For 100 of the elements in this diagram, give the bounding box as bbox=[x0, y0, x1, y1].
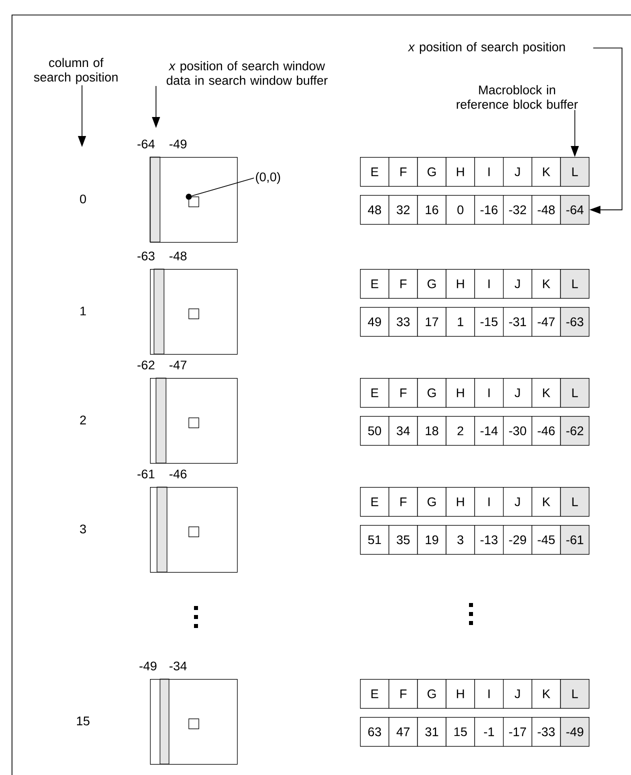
table-cell: -32 bbox=[503, 195, 532, 225]
table-cell: L bbox=[560, 378, 590, 408]
table-cell: L bbox=[560, 679, 590, 709]
annotation-text: column of search position bbox=[34, 58, 118, 84]
table-cell: 16 bbox=[417, 195, 446, 225]
table-cell: 31 bbox=[417, 717, 446, 747]
row-number: 0 bbox=[80, 194, 86, 204]
table-cell: -31 bbox=[503, 307, 532, 337]
table-cell: -17 bbox=[503, 717, 532, 747]
annotation-text: x position of search position bbox=[408, 42, 565, 54]
table-cell: 63 bbox=[360, 717, 390, 747]
table-cell: J bbox=[503, 157, 532, 187]
position-label: -49 bbox=[170, 140, 186, 148]
table-cell: I bbox=[474, 269, 504, 299]
position-label: -47 bbox=[170, 360, 186, 370]
table-cell: E bbox=[360, 679, 390, 709]
table-cell: -45 bbox=[532, 525, 561, 555]
table-cell: 2 bbox=[446, 416, 475, 446]
table-cell: 19 bbox=[417, 525, 446, 555]
position-label: -63 bbox=[138, 252, 154, 260]
table-cell: K bbox=[532, 378, 561, 408]
position-label: -49 bbox=[140, 662, 156, 670]
table-cell: 3 bbox=[446, 525, 475, 555]
table-cell: F bbox=[388, 157, 418, 187]
table-cell: 32 bbox=[388, 195, 418, 225]
table-cell: -13 bbox=[474, 525, 504, 555]
position-label: -46 bbox=[170, 470, 186, 478]
table-cell: I bbox=[474, 157, 504, 187]
table-cell: H bbox=[446, 269, 475, 299]
table-cell: 51 bbox=[360, 525, 390, 555]
position-label: -34 bbox=[170, 662, 187, 670]
table-cell: -15 bbox=[474, 307, 504, 337]
table-cell: 35 bbox=[388, 525, 418, 555]
table-cell: G bbox=[417, 269, 446, 299]
table-cell: E bbox=[360, 157, 390, 187]
macroblock-square bbox=[188, 196, 200, 208]
table-cell: -64 bbox=[560, 195, 590, 225]
table-cell: -14 bbox=[474, 416, 504, 446]
table-cell: G bbox=[417, 487, 446, 517]
table-cell: I bbox=[474, 679, 504, 709]
coordinate-label: (0,0) bbox=[256, 172, 280, 184]
table-cell: G bbox=[417, 679, 446, 709]
leader-line bbox=[191, 178, 254, 196]
table-cell: J bbox=[503, 269, 532, 299]
table-cell: -16 bbox=[474, 195, 504, 225]
table-cell: L bbox=[560, 269, 590, 299]
annotation-text: x position of search window data in search window buffer bbox=[166, 61, 328, 85]
table-cell: F bbox=[388, 269, 418, 299]
search-window bbox=[150, 678, 238, 765]
table-cell: -47 bbox=[532, 307, 561, 337]
table-cell: 0 bbox=[446, 195, 475, 225]
macroblock-square bbox=[188, 308, 200, 320]
table-cell: -48 bbox=[532, 195, 561, 225]
table-cell: G bbox=[417, 157, 446, 187]
table-cell: E bbox=[360, 269, 390, 299]
macroblock-square bbox=[188, 718, 200, 730]
table-cell: 17 bbox=[417, 307, 446, 337]
search-window bbox=[150, 268, 238, 355]
position-label: -64 bbox=[138, 140, 155, 148]
table-cell: -46 bbox=[532, 416, 561, 446]
table-cell: H bbox=[446, 487, 475, 517]
table-cell: H bbox=[446, 679, 475, 709]
table-cell: F bbox=[388, 378, 418, 408]
table-cell: I bbox=[474, 378, 504, 408]
table-cell: G bbox=[417, 378, 446, 408]
table-cell: 1 bbox=[446, 307, 475, 337]
table-cell: L bbox=[560, 157, 590, 187]
table-cell: J bbox=[503, 378, 532, 408]
position-label: -48 bbox=[170, 252, 186, 260]
annotation-text: Macroblock in reference block buffer bbox=[456, 85, 578, 109]
position-label: -61 bbox=[138, 470, 154, 478]
table-cell: 34 bbox=[388, 416, 418, 446]
macroblock-square bbox=[188, 418, 200, 428]
table-cell: 50 bbox=[360, 416, 390, 446]
search-window bbox=[150, 486, 238, 573]
search-window bbox=[150, 156, 238, 243]
table-cell: F bbox=[388, 487, 418, 517]
table-cell: -33 bbox=[532, 717, 561, 747]
row-number: 1 bbox=[80, 306, 86, 316]
table-cell: 33 bbox=[388, 307, 418, 337]
table-cell: -63 bbox=[560, 307, 590, 337]
table-cell: H bbox=[446, 378, 475, 408]
table-cell: I bbox=[474, 487, 504, 517]
table-cell: K bbox=[532, 157, 561, 187]
table-cell: K bbox=[532, 487, 561, 517]
table-cell: E bbox=[360, 487, 390, 517]
table-cell: K bbox=[532, 269, 561, 299]
table-cell: E bbox=[360, 378, 390, 408]
row-number: 15 bbox=[77, 716, 90, 726]
row-number: 3 bbox=[80, 524, 86, 534]
macroblock-square bbox=[188, 526, 200, 538]
table-cell: -62 bbox=[560, 416, 590, 446]
table-cell: 15 bbox=[446, 717, 475, 747]
table-cell: -30 bbox=[503, 416, 532, 446]
table-cell: 49 bbox=[360, 307, 390, 337]
position-label: -62 bbox=[138, 360, 154, 370]
table-cell: -49 bbox=[560, 717, 590, 747]
table-cell: 47 bbox=[388, 717, 418, 747]
row-number: 2 bbox=[80, 416, 86, 424]
table-cell: -1 bbox=[474, 717, 504, 747]
